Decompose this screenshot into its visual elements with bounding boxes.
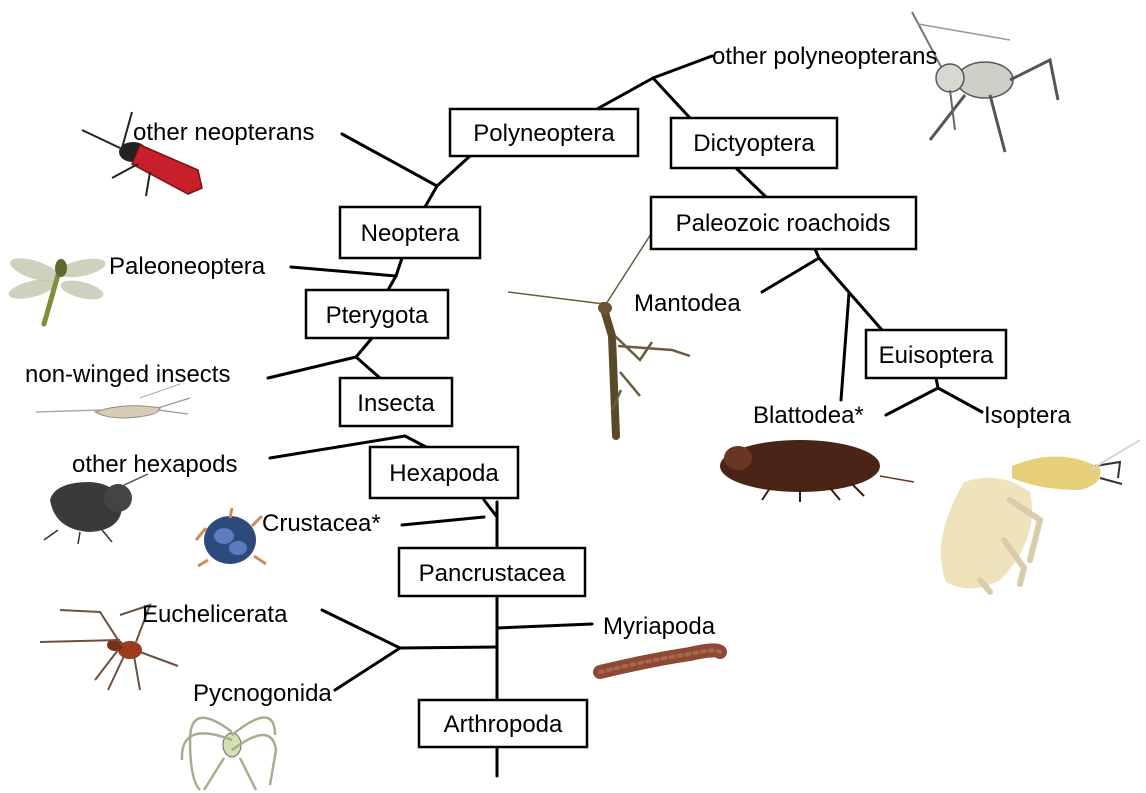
branch-non-winged <box>268 357 356 378</box>
taxon-pycnogonida: Pycnogonida <box>193 680 332 707</box>
branch-insecta <box>356 357 380 378</box>
node-dictyoptera: Dictyoptera <box>671 118 837 168</box>
node-label: Insecta <box>357 390 435 417</box>
taxon-crustacea: Crustacea* <box>262 510 381 537</box>
branch-pterygota <box>356 338 372 357</box>
branch-polyneoptera-stem <box>437 156 470 186</box>
node-neoptera: Neoptera <box>340 207 480 258</box>
branch-other-neopterans <box>342 134 437 186</box>
branch-isoptera <box>938 388 982 412</box>
branch-crustacea <box>402 517 484 525</box>
node-label: Pterygota <box>326 302 429 329</box>
node-paleozoic-roachoids: Paleozoic roachoids <box>651 197 916 249</box>
branch-hexapoda <box>405 436 426 447</box>
node-pancrustacea: Pancrustacea <box>399 548 585 596</box>
branch-myriapoda <box>497 624 592 628</box>
node-label: Pancrustacea <box>419 560 566 587</box>
node-label: Paleozoic roachoids <box>676 210 891 237</box>
node-euisoptera: Euisoptera <box>866 330 1006 378</box>
branch-pterygota-up <box>388 276 396 290</box>
node-pterygota: Pterygota <box>306 290 448 338</box>
branch-polyneoptera <box>597 78 653 109</box>
branch-chelicerata <box>400 647 497 648</box>
taxon-mantodea: Mantodea <box>634 290 741 317</box>
branch-mantodea <box>762 258 819 292</box>
branch-hexapoda-stem <box>484 500 497 517</box>
node-label: Arthropoda <box>444 711 563 738</box>
termite-image <box>941 440 1140 592</box>
node-label: Hexapoda <box>389 460 499 487</box>
node-hexapoda: Hexapoda <box>370 447 518 498</box>
taxon-other-neopterans: other neopterans <box>133 119 314 146</box>
branch-paleoneoptera <box>291 267 396 276</box>
node-insecta: Insecta <box>340 378 452 426</box>
cockroach-image <box>720 440 914 502</box>
millipede-image <box>600 650 720 672</box>
branch-blattodea-stem <box>841 293 849 400</box>
taxon-myriapoda: Myriapoda <box>603 613 716 640</box>
node-label: Polyneoptera <box>473 120 615 147</box>
branch-blattodea-clade <box>819 258 882 330</box>
springtail-image <box>44 474 148 544</box>
branch-euchelicerata <box>322 610 400 648</box>
branch-other-polyneopterans <box>653 56 712 78</box>
node-arthropoda: Arthropoda <box>419 700 587 747</box>
dragonfly-image <box>7 253 107 324</box>
node-label: Euisoptera <box>879 342 994 369</box>
taxon-non-winged-insects: non-winged insects <box>25 361 230 388</box>
branch-pycnogonida <box>335 648 400 690</box>
taxon-isoptera: Isoptera <box>984 402 1071 429</box>
silverfish-image <box>36 384 190 418</box>
node-label: Dictyoptera <box>693 130 815 157</box>
mantis-image <box>508 220 690 436</box>
taxon-euchelicerata: Euchelicerata <box>142 601 288 628</box>
branch-dictyoptera-stem <box>653 78 690 118</box>
node-label: Neoptera <box>361 220 460 247</box>
taxon-other-polyneopterans: other polyneopterans <box>712 43 938 70</box>
branch-dictyoptera <box>736 168 766 197</box>
branch-neoptera-stem <box>396 258 402 276</box>
branch-euisoptera <box>936 378 938 388</box>
branch-blattodea <box>886 388 938 415</box>
taxon-paleoneoptera: Paleoneoptera <box>109 253 266 280</box>
taxon-other-hexapods: other hexapods <box>72 451 237 478</box>
taxon-blattodea: Blattodea* <box>753 402 864 429</box>
node-polyneoptera: Polyneoptera <box>450 109 638 156</box>
sea-spider-image <box>182 718 276 791</box>
crustacean-image <box>196 508 266 566</box>
branch-neoptera <box>425 186 437 207</box>
katydid-image <box>912 12 1058 152</box>
